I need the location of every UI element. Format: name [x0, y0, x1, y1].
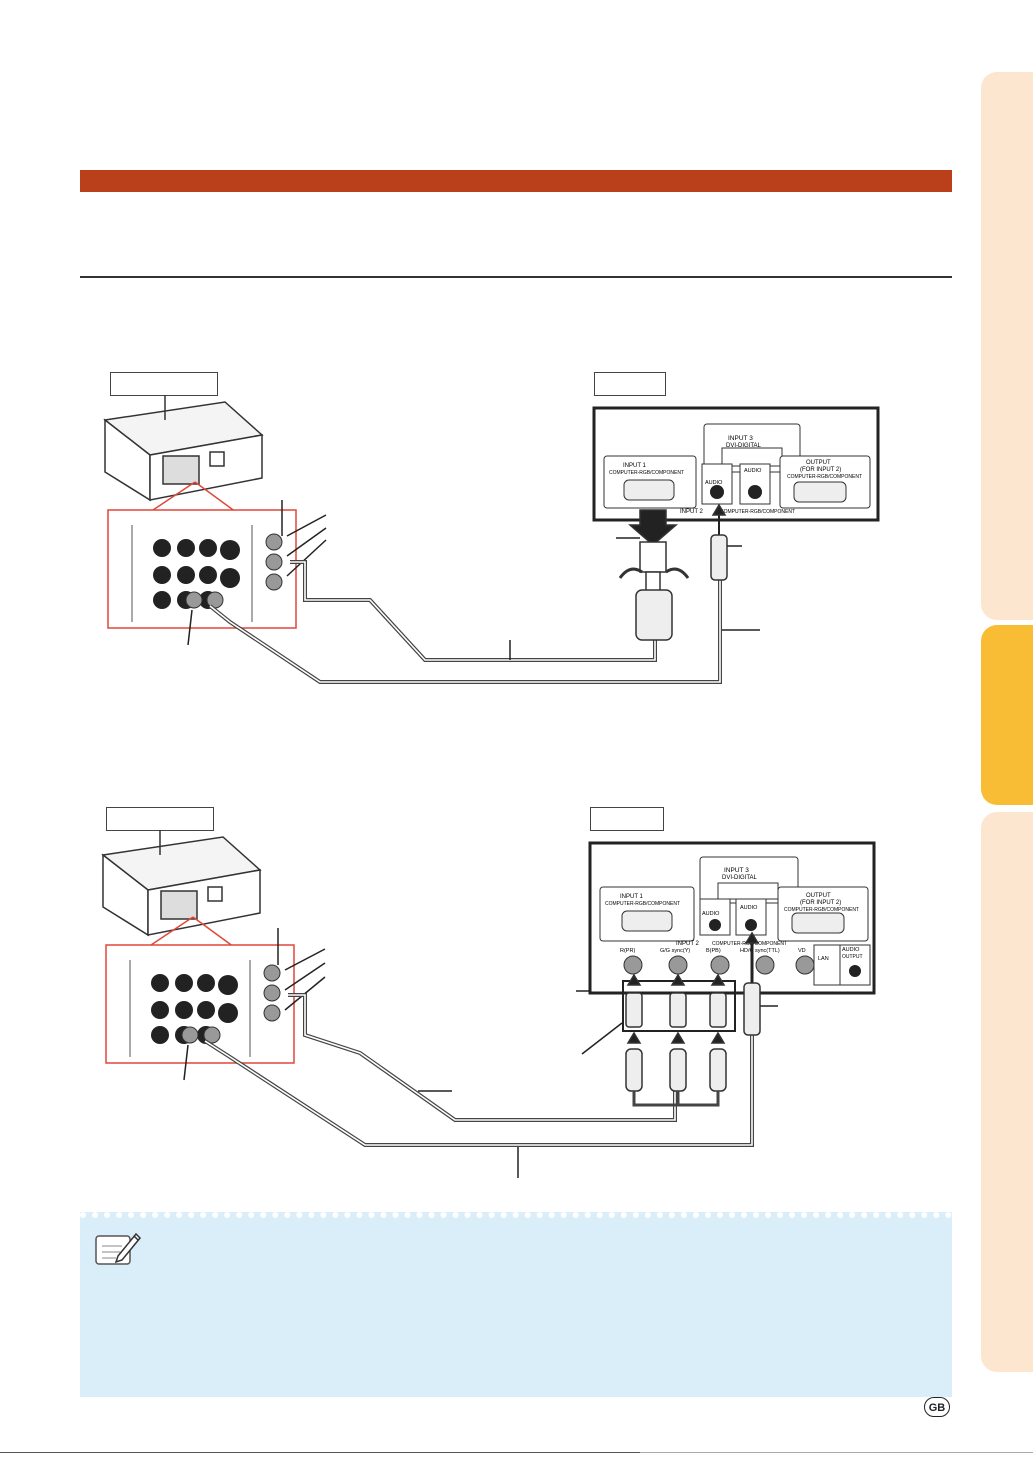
projector-terminal-panel: INPUT 3 DVI-DIGITAL OUTPUT (FOR INPUT 2)… [592, 406, 880, 522]
svg-text:COMPUTER-RGB/COMPONENT: COMPUTER-RGB/COMPONENT [609, 470, 684, 476]
svg-text:G/G sync(Y): G/G sync(Y) [660, 948, 690, 954]
svg-text:DVI-DIGITAL: DVI-DIGITAL [722, 875, 758, 881]
svg-text:COMPUTER-RGB/COMPONENT: COMPUTER-RGB/COMPONENT [784, 907, 859, 913]
svg-text:AUDIO: AUDIO [842, 947, 860, 953]
audio-plug [743, 931, 761, 1036]
diagram-1-drawing: INPUT 3 DVI-DIGITAL OUTPUT (FOR INPUT 2)… [103, 395, 880, 684]
section-rule [80, 276, 952, 278]
svg-text:(FOR INPUT 2): (FOR INPUT 2) [800, 900, 841, 906]
svg-text:AUDIO: AUDIO [705, 480, 723, 486]
svg-text:B(PB): B(PB) [706, 948, 721, 954]
svg-text:DVI-DIGITAL: DVI-DIGITAL [726, 443, 762, 449]
source-device-label-box [106, 807, 214, 831]
svg-text:VD: VD [798, 948, 806, 954]
chapter-tab-connections[interactable] [981, 625, 1033, 805]
svg-text:COMPUTER-RGB/COMPONENT: COMPUTER-RGB/COMPONENT [605, 901, 680, 907]
projector-label-box [590, 807, 664, 831]
pencil-icon [95, 1232, 142, 1265]
chapter-tab-intro[interactable] [981, 72, 1033, 620]
svg-text:COMPUTER-RGB/COMPONENT: COMPUTER-RGB/COMPONENT [787, 474, 862, 480]
svg-text:LAN: LAN [818, 956, 829, 962]
source-back-panel-zoom [105, 944, 295, 1064]
svg-text:OUTPUT: OUTPUT [842, 954, 863, 960]
note-box [80, 1212, 952, 1397]
svg-text:OUTPUT: OUTPUT [806, 460, 831, 466]
svg-text:R(PR): R(PR) [620, 948, 635, 954]
diagram-2-drawing: INPUT 3 DVI-DIGITAL OUTPUT (FOR INPUT 2)… [101, 830, 876, 1178]
svg-text:COMPUTER-RGB/COMPONENT: COMPUTER-RGB/COMPONENT [720, 509, 795, 515]
footer-rule-light [640, 1452, 1033, 1453]
source-device [103, 395, 264, 502]
footer-rule [0, 1452, 640, 1453]
component-adaptor [622, 973, 736, 1107]
source-back-panel-zoom [107, 509, 297, 629]
svg-text:INPUT 1: INPUT 1 [620, 894, 644, 900]
svg-text:INPUT 3: INPUT 3 [728, 435, 753, 442]
svg-text:INPUT 2: INPUT 2 [676, 941, 700, 947]
projector-terminal-panel: INPUT 3 DVI-DIGITAL OUTPUT (FOR INPUT 2)… [588, 841, 876, 995]
language-badge: GB [924, 1397, 950, 1417]
connection-diagram-1: INPUT 3 DVI-DIGITAL OUTPUT (FOR INPUT 2)… [0, 360, 1000, 700]
svg-text:OUTPUT: OUTPUT [806, 893, 831, 899]
connection-diagram-2: INPUT 3 DVI-DIGITAL OUTPUT (FOR INPUT 2)… [0, 795, 1000, 1195]
svg-text:INPUT 2: INPUT 2 [680, 509, 704, 515]
projector-label-box [594, 372, 666, 396]
svg-text:AUDIO: AUDIO [740, 905, 758, 911]
chapter-tab-operation[interactable] [981, 812, 1033, 1372]
audio-plug [710, 503, 728, 581]
source-device [101, 830, 262, 937]
rgb-plug [618, 509, 690, 641]
svg-text:AUDIO: AUDIO [744, 468, 762, 474]
section-header-bar [80, 170, 952, 192]
svg-text:HD/C sync(TTL): HD/C sync(TTL) [740, 948, 780, 954]
source-device-label-box [110, 372, 218, 396]
svg-text:INPUT 3: INPUT 3 [724, 867, 749, 874]
svg-text:(FOR INPUT 2): (FOR INPUT 2) [800, 467, 841, 473]
svg-text:INPUT 1: INPUT 1 [623, 463, 647, 469]
svg-text:AUDIO: AUDIO [702, 911, 720, 917]
svg-text:COMPUTER-RGB/COMPONENT: COMPUTER-RGB/COMPONENT [712, 941, 787, 947]
